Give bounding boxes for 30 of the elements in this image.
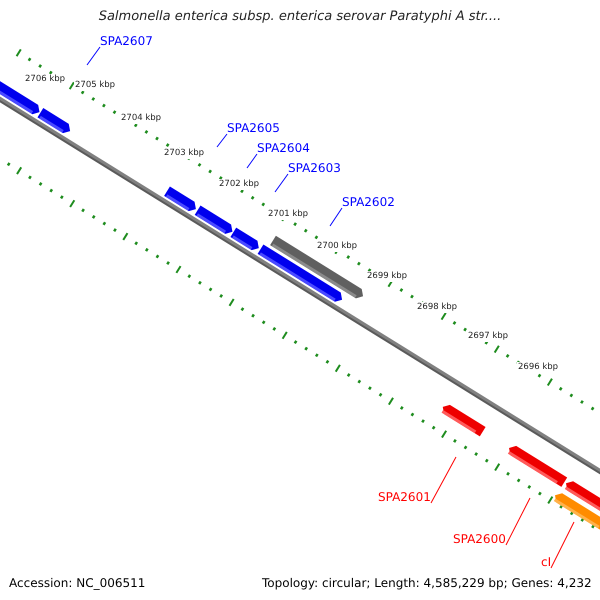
gene-label: SPA2605 — [227, 122, 280, 134]
leader-line — [216, 134, 228, 148]
leader-line — [246, 154, 258, 168]
scale-label: 2703 kbp — [163, 148, 206, 158]
scale-label: 2704 kbp — [120, 113, 162, 124]
scale-label: 2701 kbp — [267, 209, 310, 220]
scale-label: 2706 kbp — [24, 74, 66, 84]
title: Salmonella enterica subsp. enterica serovar Paratyphi A str.... — [98, 10, 502, 23]
gene-label: SPA2603 — [288, 162, 341, 174]
leader-line — [274, 174, 288, 192]
footer-text: Topology: circular; Length: 4,585,229 bp; Genes: 4,232 — [262, 577, 592, 589]
leader-line — [86, 46, 100, 66]
scale-label: 2696 kbp — [517, 362, 560, 372]
scale-label: 2698 kbp — [416, 302, 458, 312]
leader-line — [330, 208, 342, 226]
gene-label: SPA2607 — [100, 35, 153, 47]
leader-line — [550, 522, 574, 568]
scale-label: 2702 kbp — [218, 179, 260, 190]
gene-label: SPA2602 — [342, 196, 395, 208]
gene-label: SPA2604 — [257, 142, 310, 154]
leader-line — [430, 456, 456, 504]
scale-label: 2699 kbp — [366, 271, 408, 282]
gene-label: SPA2600 — [453, 533, 506, 545]
scale-label: 2697 kbp — [467, 331, 510, 342]
scale-label: 2700 kbp — [316, 241, 358, 252]
gene-label: cI — [541, 556, 552, 568]
leader-line — [506, 498, 530, 546]
scale-label: 2705 kbp — [74, 80, 116, 90]
footer-text: Accession: NC_006511 — [9, 577, 146, 589]
gene-label: SPA2601 — [378, 491, 431, 503]
